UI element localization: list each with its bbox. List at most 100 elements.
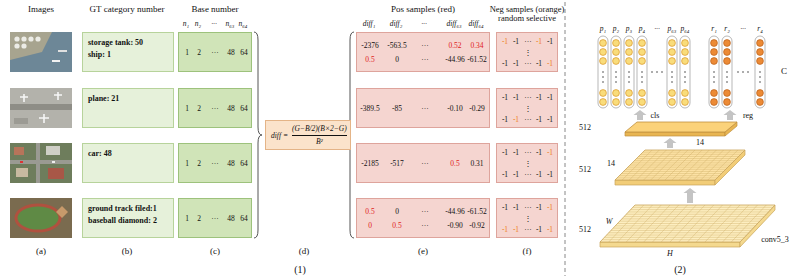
- ellipsis-dot: [684, 76, 686, 78]
- table-cell: -1: [502, 171, 508, 179]
- aerial-image-city: [36, 143, 40, 183]
- ellipsis-dot: [747, 71, 749, 73]
- figure-label: (d): [299, 247, 310, 257]
- neuron: [682, 49, 689, 56]
- figure-label: 512: [579, 124, 591, 133]
- figure-label: p₃: [626, 25, 632, 33]
- figure-label: p₁: [600, 25, 606, 33]
- table-cell: -61.52: [467, 208, 486, 216]
- grid-line: [714, 205, 749, 242]
- neuron: [626, 58, 633, 65]
- table-cell: ⋮: [524, 215, 532, 223]
- ellipsis-dot: [671, 71, 673, 73]
- column-frame: [722, 36, 732, 108]
- table-cell: ···: [524, 38, 532, 46]
- table-cell: ···: [524, 171, 532, 179]
- figure-label: r₄: [757, 25, 763, 33]
- feature-slab: [600, 205, 775, 247]
- slab-top: [615, 150, 745, 180]
- ellipsis-dot: [628, 71, 630, 73]
- network-illustration: [598, 36, 775, 247]
- grid-line: [688, 205, 723, 242]
- grid-line: [696, 205, 731, 242]
- aerial-image-city: [10, 160, 72, 164]
- grid-line: [705, 205, 740, 242]
- output-column: [598, 36, 608, 108]
- ellipsis-dot: [641, 76, 643, 78]
- figure-label: p₂: [613, 25, 619, 33]
- grid-line: [679, 205, 714, 242]
- aerial-image-harbor: [52, 60, 60, 62]
- figure-label: p₆₄: [681, 25, 690, 33]
- table-cell: 48: [227, 105, 235, 113]
- slab-face: [600, 242, 740, 247]
- neuron: [711, 58, 718, 65]
- table-cell: -517: [390, 160, 404, 168]
- table-cell: 0: [368, 222, 372, 230]
- table-cell: 0: [395, 208, 399, 216]
- figure-label: n₂: [195, 20, 201, 28]
- neuron: [724, 99, 731, 106]
- positive-sample-box: 0.50···-44.96-61.5200.5···-0.90-0.92: [356, 198, 490, 238]
- table-cell: -44.96: [445, 56, 464, 64]
- grid-line: [631, 209, 771, 210]
- ellipsis-dot: [602, 71, 604, 73]
- output-column: [611, 36, 621, 108]
- aerial-image-city: [10, 143, 72, 183]
- table-cell: -0.90: [447, 222, 463, 230]
- table-cell: -1: [502, 94, 508, 102]
- ellipsis-dot: [661, 71, 663, 73]
- figure-label: reg: [743, 112, 753, 121]
- grid-line: [679, 150, 709, 180]
- slab-top: [600, 205, 775, 242]
- ellipsis-dot: [742, 71, 744, 73]
- table-cell: ···: [524, 60, 532, 68]
- column-frame: [637, 36, 647, 108]
- output-column: [637, 36, 647, 108]
- ellipsis-dot: [684, 71, 686, 73]
- table-cell: -1: [536, 94, 542, 102]
- grid-line: [708, 150, 738, 180]
- output-column: [709, 36, 719, 108]
- neuron: [711, 90, 718, 97]
- ellipsis-dot: [726, 76, 728, 78]
- table-cell: ···: [421, 160, 429, 168]
- table-cell: -1: [536, 60, 542, 68]
- neuron: [669, 90, 676, 97]
- table-cell: -61.52: [467, 56, 486, 64]
- neuron: [757, 58, 764, 65]
- table-cell: -1: [502, 38, 508, 46]
- aerial-image-city: [20, 161, 23, 163]
- column-frame: [611, 36, 621, 108]
- neuron: [613, 58, 620, 65]
- aerial-image-harbor: [21, 43, 26, 48]
- table-cell: ···: [211, 49, 219, 57]
- output-column: [755, 36, 765, 108]
- formula-box: diff =(G−B/2)(B×2−G)B²: [265, 120, 351, 150]
- table-cell: -1: [513, 60, 519, 68]
- base-number-box: 12···4864: [178, 88, 252, 128]
- grid-line: [636, 158, 736, 159]
- aerial-image-field: [10, 198, 72, 238]
- negative-sample-box: -1-1···-1-1⋮-1-1···-1-1: [496, 32, 558, 72]
- ellipsis-dot: [713, 76, 715, 78]
- neuron: [626, 90, 633, 97]
- aerial-image-airport: [14, 118, 28, 124]
- table-cell: -1: [502, 149, 508, 157]
- ellipsis-dot: [671, 76, 673, 78]
- neuron: [682, 99, 689, 106]
- table-cell: -1: [547, 38, 553, 46]
- table-cell: ···: [421, 105, 429, 113]
- table-cell: 64: [240, 105, 248, 113]
- table-cell: -1: [502, 226, 508, 234]
- table-cell: ···: [524, 116, 532, 124]
- table-cell: ···: [421, 56, 429, 64]
- table-cell: -1: [547, 149, 553, 157]
- curly-brace: [254, 32, 262, 238]
- formula-text: diff =: [271, 132, 288, 140]
- aerial-image-airport: [10, 104, 72, 110]
- figure-label: p₆₃: [668, 25, 677, 33]
- output-column: [680, 36, 690, 108]
- grid-line: [622, 218, 762, 219]
